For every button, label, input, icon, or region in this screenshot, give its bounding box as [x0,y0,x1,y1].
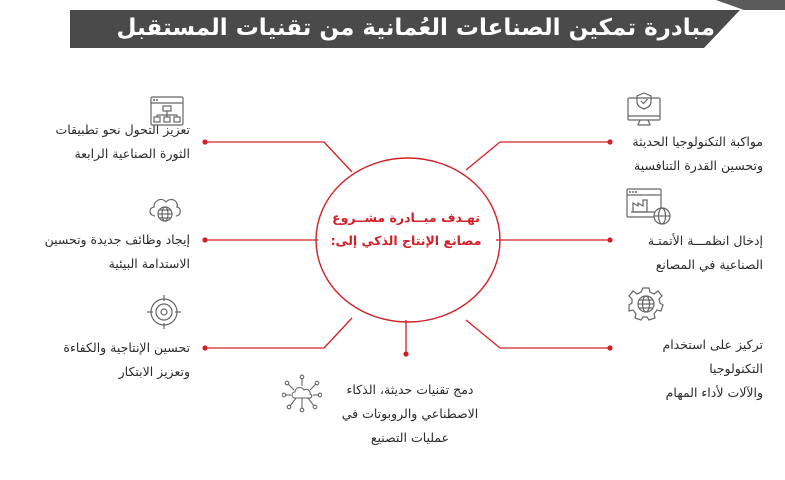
target-icon [147,295,181,329]
goal-industry-4: تعزيز التحول نحو تطبيقات الثورة الصناعية… [55,118,190,166]
goal-line: دمج تقنيات حديثة، الذكاء [346,382,474,397]
computer-shield-icon [627,92,661,126]
goal-line: الثورة الصناعية الرابعة [74,146,190,161]
center-heading: تهـدف مبــادرة مشــروع مصانع الإنتاج الذ… [314,206,498,252]
goal-line: التكنولوجيا [709,361,763,376]
gear-globe-icon [628,287,664,321]
connector-dot [202,345,208,351]
ai-network-icon [282,374,322,413]
goal-technology-machines: تركيز على استخدام التكنولوجيا والآلات لأ… [662,333,763,405]
connector-dot [607,345,613,351]
content-panel [18,66,767,468]
connector-dot [607,237,613,243]
goal-ai-robotics: دمج تقنيات حديثة، الذكاء الاصطناعي والرو… [320,378,500,450]
goal-line: الاصطناعي والروبوتات في [341,406,479,421]
header-banner [0,0,785,56]
goal-productivity: تحسين الإنتاجية والكفاءة وتعزيز الابتكار [63,336,190,384]
browser-factory-icon [626,188,671,225]
goal-line: إدخال انظمـــة الأتمتـة [647,233,763,248]
goal-line: الاستدامة البيئية [108,256,190,271]
page-title: مبادرة تمكين الصناعات العُمانية من تقنيا… [116,15,715,41]
goal-line: وتحسين القدرة التنافسية [634,158,763,173]
goal-line: مواكبة التكنولوجيا الحديثة [632,134,763,149]
goal-line: والآلات لأداء المهام [665,385,763,400]
goal-line: الصناعية في المصانع [655,257,763,272]
connector-dot [202,237,208,243]
cloud-globe-icon [149,198,181,222]
goal-line: تعزيز التحول نحو تطبيقات [55,122,190,137]
goal-line: إيجاد وظائف جديدة وتحسين [44,232,190,247]
goal-line: وتعزيز الابتكار [118,364,190,379]
goal-modern-technology: مواكبة التكنولوجيا الحديثة وتحسين القدرة… [632,130,763,178]
goal-automation: إدخال انظمـــة الأتمتـة الصناعية في المص… [648,229,763,277]
goal-line: تحسين الإنتاجية والكفاءة [63,340,190,355]
goal-line: تركيز على استخدام [662,337,763,352]
connector-dot [607,139,613,145]
center-line-2: مصانع الإنتاج الذكي إلى: [330,233,482,248]
goal-jobs-sustainability: إيجاد وظائف جديدة وتحسين الاستدامة البيئ… [45,228,190,276]
goal-line: عمليات التصنيع [370,430,450,445]
center-line-1: تهـدف مبــادرة مشــروع [332,210,480,225]
network-diagram-icon [150,96,184,126]
connector-dot [202,139,208,145]
connector-dot [403,351,409,357]
